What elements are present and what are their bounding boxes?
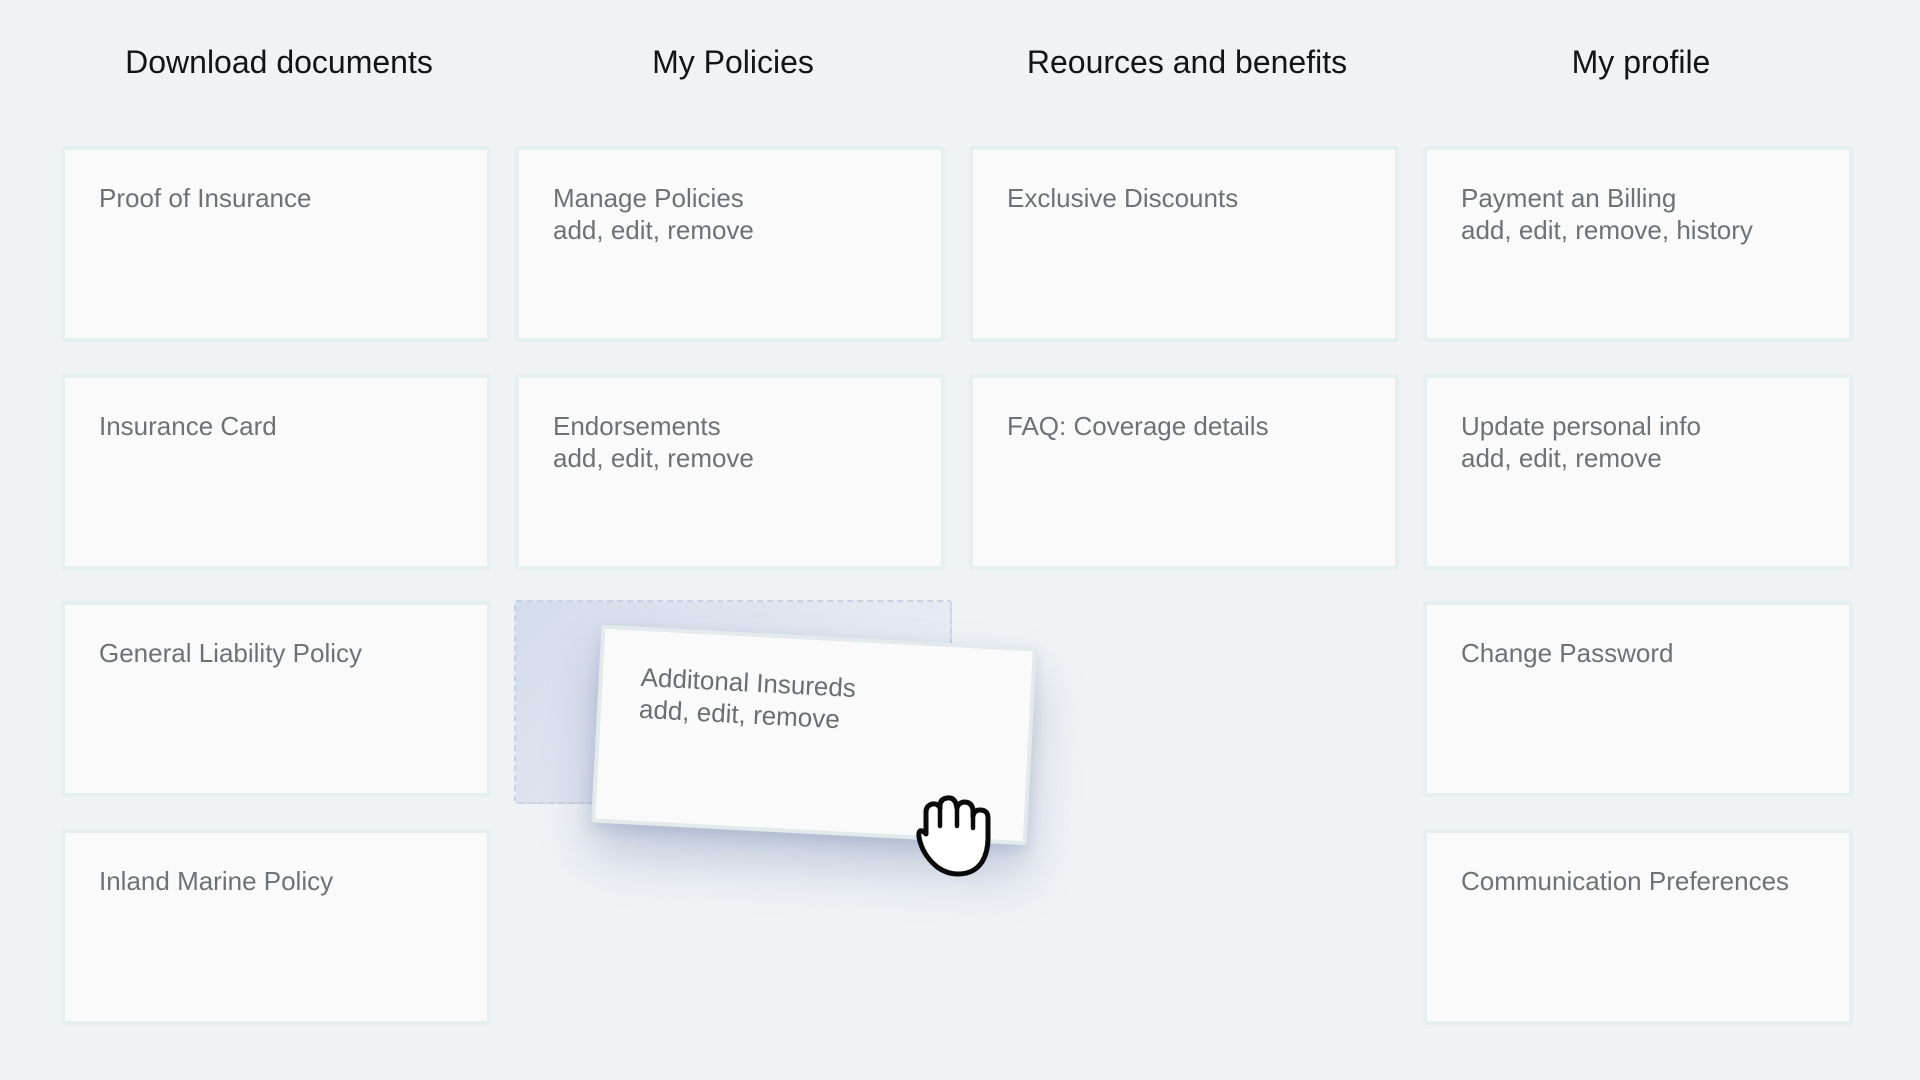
column-heading-my-profile: My profile: [1571, 44, 1711, 80]
card-title: Change Password: [1461, 638, 1674, 668]
card-subtitle: add, edit, remove: [553, 443, 754, 473]
card-title: Payment an Billing: [1461, 183, 1677, 213]
card-title: Insurance Card: [99, 411, 277, 441]
card-faq-coverage-details[interactable]: FAQ: Coverage details: [969, 374, 1399, 570]
card-subtitle: add, edit, remove: [1461, 443, 1662, 473]
card-communication-preferences[interactable]: Communication Preferences: [1423, 829, 1853, 1025]
column-heading-my-policies: My Policies: [652, 44, 814, 80]
card-update-personal-info[interactable]: Update personal info add, edit, remove: [1423, 374, 1853, 570]
card-insurance-card[interactable]: Insurance Card: [61, 374, 491, 570]
card-title: Inland Marine Policy: [99, 866, 334, 896]
card-subtitle: add, edit, remove, history: [1461, 215, 1753, 245]
card-title: Update personal info: [1461, 411, 1701, 441]
card-payment-billing[interactable]: Payment an Billing add, edit, remove, hi…: [1423, 146, 1853, 342]
dragged-card-additional-insureds[interactable]: Additonal Insureds add, edit, remove: [591, 624, 1037, 846]
card-title: General Liability Policy: [99, 638, 363, 668]
column-heading-download-documents: Download documents: [125, 44, 433, 80]
card-title: Exclusive Discounts: [1007, 183, 1239, 213]
card-general-liability-policy[interactable]: General Liability Policy: [61, 601, 491, 797]
card-endorsements[interactable]: Endorsements add, edit, remove: [515, 374, 945, 570]
card-proof-of-insurance[interactable]: Proof of Insurance: [61, 146, 491, 342]
card-exclusive-discounts[interactable]: Exclusive Discounts: [969, 146, 1399, 342]
card-title: FAQ: Coverage details: [1007, 411, 1269, 441]
column-heading-resources-benefits: Reources and benefits: [1026, 44, 1348, 80]
card-title: Manage Policies: [553, 183, 744, 213]
card-inland-marine-policy[interactable]: Inland Marine Policy: [61, 829, 491, 1025]
card-title: Proof of Insurance: [99, 183, 312, 213]
card-manage-policies[interactable]: Manage Policies add, edit, remove: [515, 146, 945, 342]
card-title: Endorsements: [553, 411, 721, 441]
card-subtitle: add, edit, remove: [553, 215, 754, 245]
card-title: Communication Preferences: [1461, 866, 1790, 896]
card-change-password[interactable]: Change Password: [1423, 601, 1853, 797]
